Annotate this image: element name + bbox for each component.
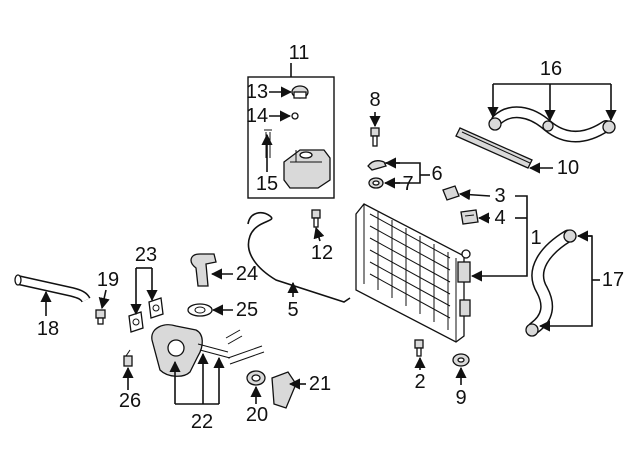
callout-17: 17 xyxy=(602,269,624,291)
callout-25: 25 xyxy=(236,299,258,321)
callout-12: 12 xyxy=(311,242,333,264)
radiator-part xyxy=(355,203,471,343)
callout-4: 4 xyxy=(494,207,505,229)
lower-hose-part xyxy=(525,229,577,337)
callout-16: 16 xyxy=(540,58,562,80)
callout-3: 3 xyxy=(494,185,505,207)
callout-2: 2 xyxy=(414,371,425,393)
leader-lines xyxy=(40,63,617,405)
callout-24: 24 xyxy=(236,263,258,285)
callout-9: 9 xyxy=(455,387,466,409)
callout-5: 5 xyxy=(287,299,298,321)
bolt-part-2 xyxy=(414,339,424,357)
clip-part xyxy=(291,112,299,120)
bolt-part-12 xyxy=(311,209,321,228)
callout-26: 26 xyxy=(119,390,141,412)
callout-8: 8 xyxy=(369,89,380,111)
callout-10: 10 xyxy=(557,157,579,179)
bracket-part-3 xyxy=(442,185,460,201)
callout-20: 20 xyxy=(246,404,268,426)
seal-strip-part xyxy=(455,127,533,169)
bolt-part-19 xyxy=(95,309,106,325)
callout-15: 15 xyxy=(256,173,278,195)
callout-11: 11 xyxy=(289,42,310,64)
callout-21: 21 xyxy=(309,373,331,395)
callout-7: 7 xyxy=(402,173,413,195)
upper-hose-part xyxy=(488,106,616,143)
callout-19: 19 xyxy=(97,269,119,291)
mount-part-9 xyxy=(452,353,470,367)
gasket-part-25 xyxy=(187,303,213,317)
sensor-part-26 xyxy=(123,349,133,367)
gasket-part-23 xyxy=(128,297,164,333)
elbow-part-24 xyxy=(190,253,217,287)
callout-22: 22 xyxy=(191,411,213,433)
support-rod-part xyxy=(247,211,351,303)
grommet-part-7 xyxy=(368,177,384,189)
reservoir-cap-part xyxy=(291,85,309,99)
callout-18: 18 xyxy=(37,318,59,340)
clip-part-6 xyxy=(367,160,387,171)
bolt-part-8 xyxy=(370,127,380,147)
callout-13: 13 xyxy=(246,81,268,103)
callout-6: 6 xyxy=(431,163,442,185)
callout-23: 23 xyxy=(135,244,157,266)
callout-14: 14 xyxy=(246,105,268,127)
callout-1: 1 xyxy=(530,227,541,249)
outlet-part-21 xyxy=(271,371,297,409)
water-pump-housing-part xyxy=(151,324,265,377)
pipe-part-18 xyxy=(14,274,91,303)
bracket-part-4 xyxy=(460,209,479,225)
thermostat-part xyxy=(246,370,266,386)
